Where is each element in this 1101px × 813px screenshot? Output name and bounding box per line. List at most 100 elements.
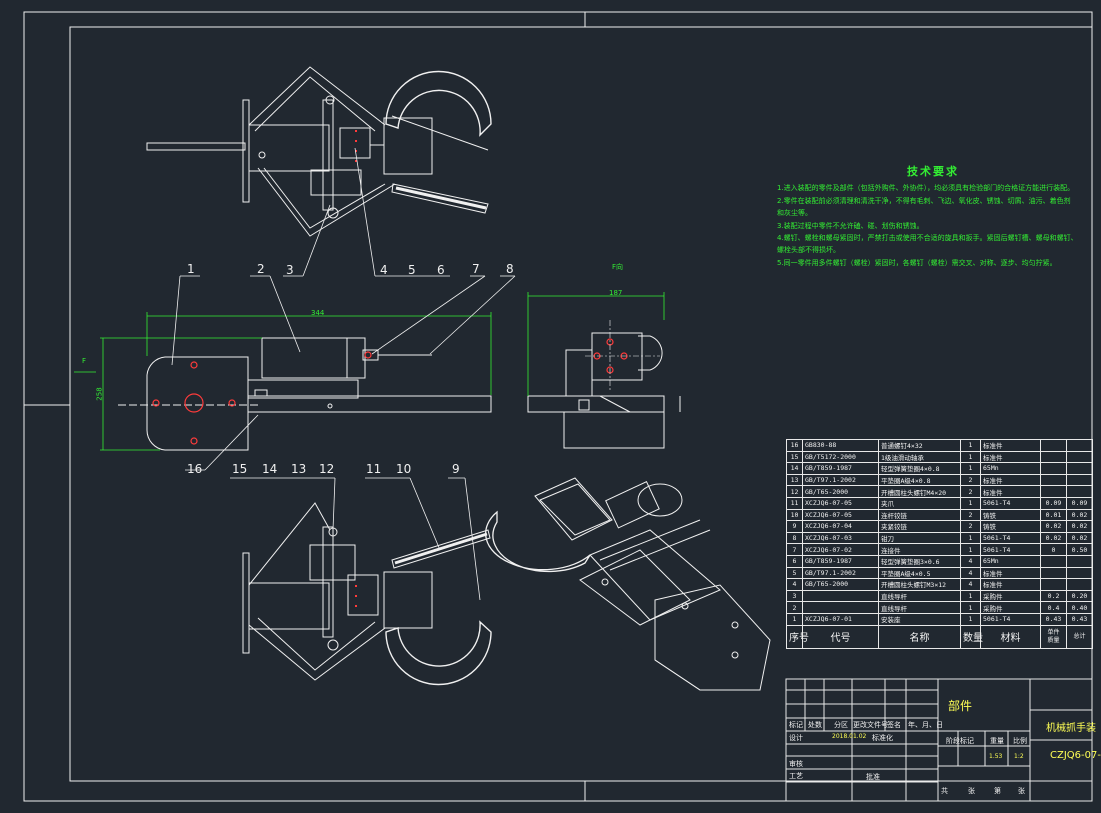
bom-cell: 标准件 [980, 566, 1041, 580]
design-date: 2018.01.02 [832, 733, 867, 740]
bom-cell: 1 [960, 439, 981, 452]
balloon-2: 2 [257, 262, 265, 276]
bom-cell: 连杆铰链 [878, 508, 961, 522]
bom-cell: XCZJQ6-07-04 [802, 520, 879, 533]
balloon-15: 15 [232, 462, 248, 476]
bom-cell [802, 589, 879, 603]
bom-cell: GB/T97.1-2002 [802, 566, 879, 580]
bom-cell [1066, 473, 1093, 487]
bom-cell: 夹紧铰链 [878, 520, 961, 533]
requirement-line: 3.装配过程中零件不允许磕、碰、划伤和锈蚀。 [777, 221, 924, 230]
bom-cell: 1 [960, 612, 981, 626]
part-type: 部件 [948, 699, 973, 713]
bom-cell: GB/T5172-2000 [802, 450, 879, 464]
bom-cell: 标准件 [980, 473, 1041, 487]
bom-cell: 连接件 [878, 543, 961, 556]
bom-cell: 8 [786, 531, 803, 545]
bom-cell: 普通螺钉4×32 [878, 439, 961, 452]
front-view [118, 337, 492, 451]
bom-cell [1040, 566, 1067, 580]
balloon-7: 7 [472, 262, 480, 276]
bom-cell: 夹爪 [878, 496, 961, 510]
balloon-12: 12 [319, 462, 335, 476]
bom-cell [802, 601, 879, 614]
design-label: 设计 [789, 734, 803, 742]
bom-cell: 65Mn [980, 554, 1041, 568]
front-view-holes [152, 351, 372, 445]
bom-cell: 1 [786, 612, 803, 626]
bom-cell: GB/T859-1987 [802, 462, 879, 475]
scale-label: 比例 [1013, 737, 1027, 745]
title-block-grid [785, 678, 1093, 802]
bom-header-weight-kind: 总计 [1073, 632, 1086, 640]
bom-cell [1066, 439, 1093, 452]
balloon-1: 1 [187, 262, 195, 276]
requirement-line: 2.零件在装配前必须清理和清洗干净，不得有毛刺、飞边、氧化皮、锈蚀、切屑、油污、… [777, 196, 1071, 205]
bom-cell: 5 [786, 566, 803, 580]
bom-cell: 1 [960, 450, 981, 464]
bom-cell [1066, 485, 1093, 498]
bom-cell: 钳刀 [878, 531, 961, 545]
bom-cell: 7 [786, 543, 803, 556]
front-height-dimension: 258 [95, 387, 104, 401]
bom-cell [1066, 578, 1093, 591]
bottom-view [242, 502, 492, 686]
top-view-holes [355, 130, 357, 162]
balloon-6: 6 [437, 263, 445, 277]
bom-cell: 标准件 [980, 485, 1041, 498]
bom-cell: 开槽圆柱头螺钉M3×12 [878, 578, 961, 591]
technical-requirements: 技术要求 1.进入装配的零件及部件（包括外购件、外协件），均必须具有检验部门的合… [777, 165, 1089, 269]
balloon-14: 14 [262, 462, 278, 476]
bom-cell: 6 [786, 554, 803, 568]
bom-cell: 1 [960, 531, 981, 545]
bom-cell: XCZJQ6-07-05 [802, 496, 879, 510]
bom-cell: 0.02 [1066, 508, 1093, 522]
bom-cell: GB/T97.1-2002 [802, 473, 879, 487]
bom-header-weight-label: 质量 [1047, 636, 1060, 644]
balloon-4: 4 [380, 263, 388, 277]
isometric-view [485, 477, 771, 691]
bom-cell: 平垫圈A级4×0.8 [878, 473, 961, 487]
bom-cell: 开槽圆柱头螺钉M4×20 [878, 485, 961, 498]
bom-cell [1040, 462, 1067, 475]
bom-cell [1040, 485, 1067, 498]
bom-cell: 0.09 [1066, 496, 1093, 510]
bom-cell: 安装座 [878, 612, 961, 626]
bom-cell: 0 [1040, 543, 1067, 556]
bom-cell: GB/T859-1987 [802, 554, 879, 568]
bom-cell: 0.4 [1040, 601, 1067, 614]
bom-cell [1066, 450, 1093, 464]
sheets-unit-label: 张 [968, 787, 975, 795]
bom-cell: GB830-88 [802, 439, 879, 452]
rev-sign-label: 签名 [887, 721, 901, 729]
side-width-dimension: 187 [609, 289, 623, 297]
rev-zone-label: 分区 [834, 721, 848, 729]
bom-cell: 轻型弹簧垫圈3×0.6 [878, 554, 961, 568]
balloon-5: 5 [408, 263, 416, 277]
bom-cell: 2 [786, 601, 803, 614]
view-arrow-f-label: F [82, 357, 87, 365]
weight-value: 1.53 [989, 753, 1003, 760]
bom-cell: 0.43 [1040, 612, 1067, 626]
bom-cell [1040, 439, 1067, 452]
process-label: 工艺 [789, 772, 803, 780]
bom-cell: 15 [786, 450, 803, 464]
bom-cell: 平垫圈A级4×0.5 [878, 566, 961, 580]
bom-cell: 1 [960, 462, 981, 475]
bom-cell: 3 [786, 589, 803, 603]
bom-cell: 铸铁 [980, 520, 1041, 533]
bom-cell: 铸铁 [980, 508, 1041, 522]
sheets-total-label: 共 [941, 787, 948, 795]
bom-cell: 4 [960, 554, 981, 568]
bom-cell: XCZJQ6-07-02 [802, 543, 879, 556]
bottom-view-holes [355, 585, 357, 607]
sheet-unit-label: 张 [1018, 787, 1025, 795]
